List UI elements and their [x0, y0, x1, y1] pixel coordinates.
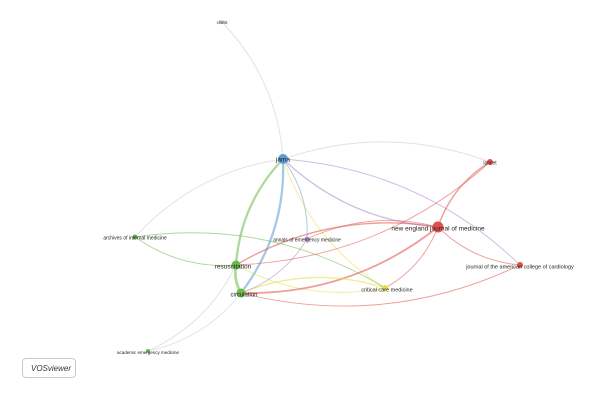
vosviewer-logo-text: VOSviewer [30, 363, 71, 373]
node-label-nejm[interactable]: new england journal of medicine [391, 226, 485, 233]
nodes-layer [132, 20, 523, 353]
node-label-jama[interactable]: jama [275, 157, 290, 164]
node-ccm[interactable] [382, 285, 388, 291]
vosviewer-logo-icon [27, 367, 28, 369]
link-circ-jacc [240, 264, 521, 307]
node-aim[interactable] [132, 234, 138, 240]
node-circ[interactable] [236, 288, 246, 298]
link-jama-lancet [282, 141, 491, 163]
link-jama-circ [240, 158, 285, 294]
link-circ-ccm [240, 276, 386, 294]
link-lancet-resus [235, 161, 491, 266]
node-chest[interactable] [220, 20, 224, 24]
node-jacc[interactable] [517, 262, 523, 268]
link-nejm-lancet [437, 161, 491, 228]
labels-layer: chest jama lancet new england journal of me… [103, 20, 574, 355]
node-resus[interactable] [231, 260, 241, 270]
node-label-aem[interactable]: annals of emergency medicine [273, 237, 341, 243]
node-acem[interactable] [146, 349, 150, 353]
node-label-lancet[interactable]: lancet [483, 160, 497, 166]
link-resus-ccm [235, 264, 386, 293]
node-label-circ[interactable]: circulation [230, 293, 257, 299]
node-aem[interactable] [304, 236, 310, 242]
node-jama[interactable] [278, 154, 288, 164]
link-aim-ccm [134, 232, 386, 289]
link-resus-nejm [235, 222, 439, 266]
node-label-resus[interactable]: resuscitation [215, 264, 252, 271]
link-circ-nejm [240, 226, 439, 294]
link-resus-aim [134, 236, 237, 266]
link-jama-aim [134, 158, 284, 238]
node-label-jacc[interactable]: journal of the american college of cardi… [465, 264, 574, 270]
link-circ-aem [240, 238, 308, 294]
node-label-aim[interactable]: archives of internal medicine [103, 235, 167, 241]
link-circ-acem [147, 292, 242, 352]
node-label-chest[interactable]: chest [217, 20, 229, 25]
node-label-ccm[interactable]: critical care medicine [361, 287, 412, 293]
node-lancet[interactable] [487, 159, 493, 165]
link-chest-jama [221, 21, 284, 160]
vosviewer-logo: VOSviewer [22, 358, 76, 378]
link-nejm-ccm [384, 226, 439, 289]
link-acem-resus [147, 264, 237, 352]
link-jama-aem [282, 158, 308, 240]
link-jama-jacc [282, 158, 521, 266]
node-nejm[interactable] [432, 221, 444, 233]
node-label-acem[interactable]: academic emergency medicine [117, 350, 180, 355]
link-jama-resus [234, 158, 284, 266]
links-layer [134, 21, 521, 352]
link-nejm-aem [306, 220, 439, 240]
link-nejm-jacc [437, 226, 521, 266]
